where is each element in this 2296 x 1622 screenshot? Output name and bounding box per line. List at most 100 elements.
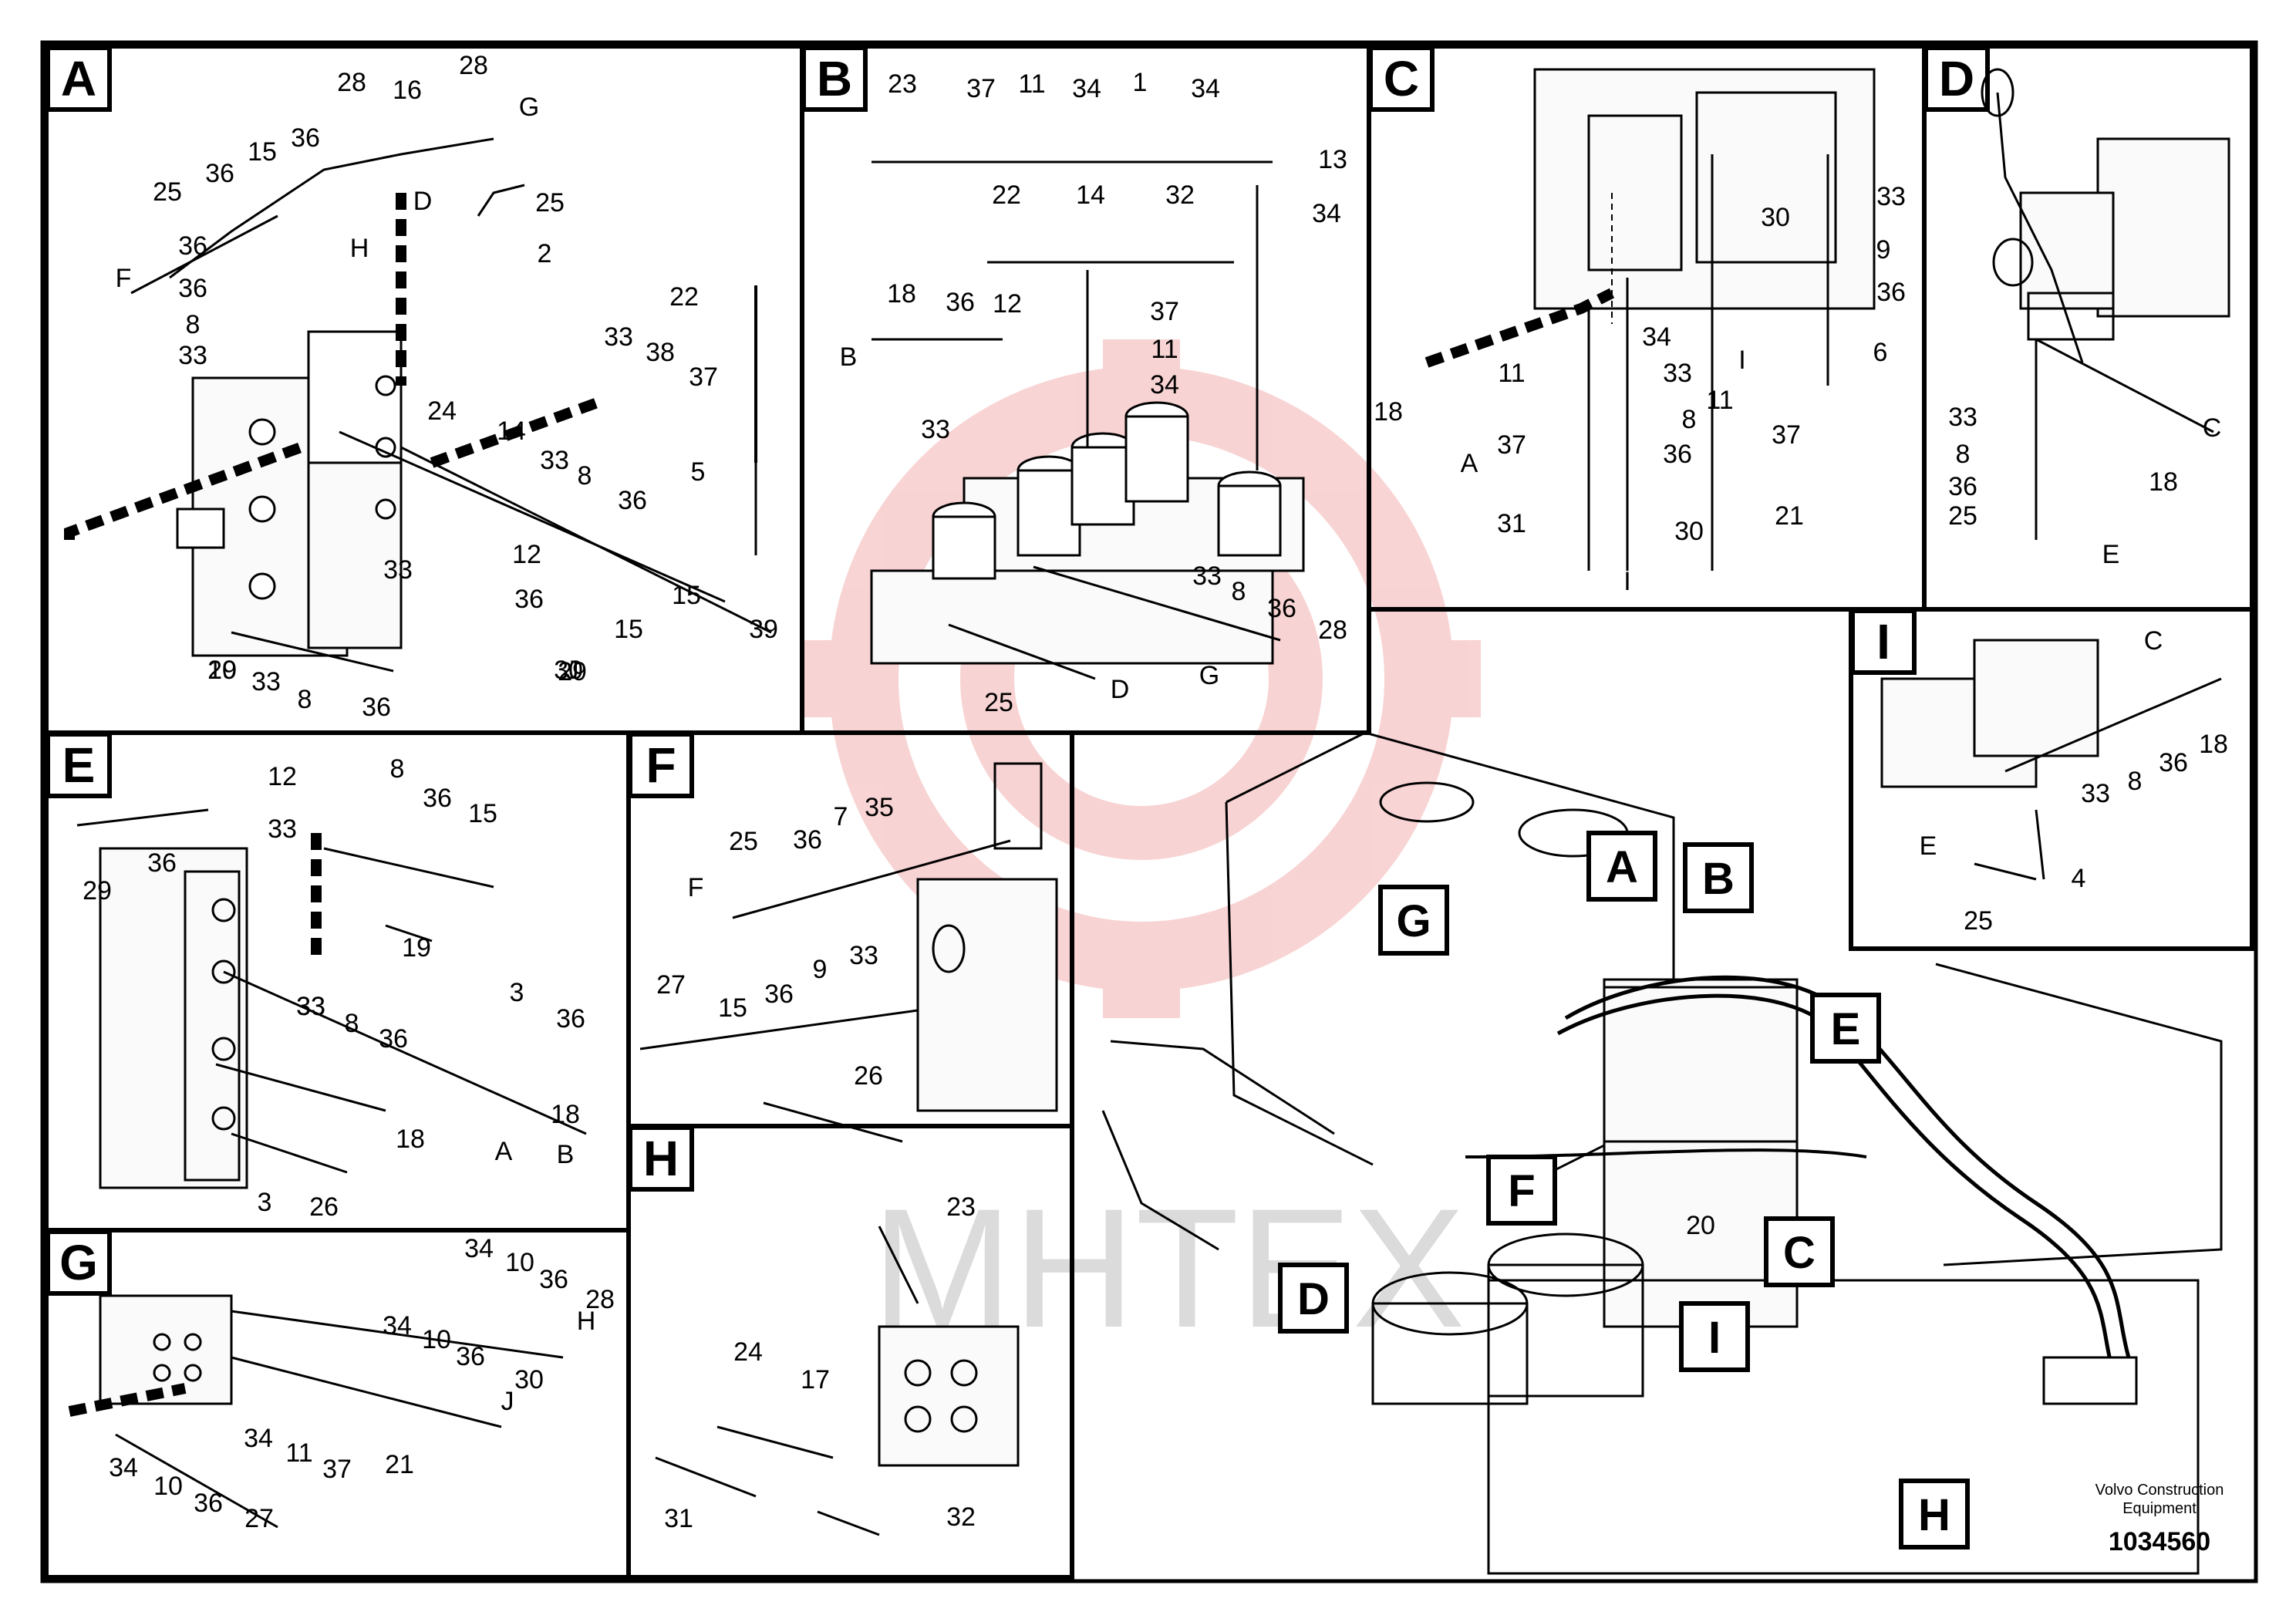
part-label-i: C [2144,626,2163,656]
part-label-c: 33 [1876,182,1906,211]
part-label-b: 33 [921,415,950,444]
part-label-e: 26 [309,1192,339,1222]
part-label-b: 23 [888,69,917,99]
part-label-a: 36 [291,123,320,153]
panel-tag-box [628,1125,694,1192]
panel-i-drawing [1880,639,2222,881]
part-label-g: 37 [322,1455,352,1484]
machine-overview-drawing [1101,731,2223,1575]
part-label-e: 33 [296,992,325,1021]
part-label-e: 8 [345,1009,359,1038]
part-label-g: 11 [285,1438,312,1468]
part-label-b: 32 [1165,180,1195,210]
panel-tag-box [801,46,868,112]
panel-tag-box [1923,46,1990,112]
panel-tag-b: B [817,51,852,106]
part-label-g: 28 [585,1285,615,1314]
part-label-g: 10 [153,1472,183,1501]
part-label-g: 27 [244,1504,274,1533]
part-label-h: 31 [664,1504,693,1533]
part-label-f: 7 [834,802,848,831]
part-label-e: 18 [551,1100,580,1129]
drawing-number: 1034560 [2108,1527,2211,1556]
part-label-e: 36 [147,848,177,878]
part-label-a: 5 [691,457,706,487]
part-label-b: 18 [887,279,916,309]
part-label-b: 34 [1312,199,1341,228]
part-label-h: 17 [801,1365,830,1394]
overview-part-label: 20 [1686,1211,1715,1240]
part-label-d: 33 [1948,403,1977,432]
part-label-a: 15 [248,137,277,167]
part-label-b: 36 [1267,594,1296,623]
part-label-a: 25 [535,188,565,218]
part-label-g: H [577,1307,596,1336]
overview-callout-box [1810,993,1881,1064]
part-label-f: F [688,873,704,902]
part-label-c: 21 [1775,501,1804,531]
part-label-g: 34 [109,1453,138,1482]
part-label-i: 33 [2081,779,2110,808]
part-label-a: 8 [186,310,201,339]
part-label-i: 4 [2072,864,2086,893]
part-label-e: 8 [390,754,405,784]
part-label-a: 8 [298,685,312,714]
part-label-b: 11 [1151,335,1178,364]
panel-tag-i: I [1876,614,1890,669]
part-label-a: 36 [178,274,207,303]
panel-d-drawing [1981,68,2230,540]
part-label-a: 25 [153,177,182,207]
part-label-c: I [1623,567,1630,596]
part-label-d: 25 [1948,501,1977,531]
part-label-e: 29 [83,876,112,905]
part-label-a: 15 [614,615,643,644]
part-label-d: E [2102,540,2120,569]
part-label-a: 20 [207,656,237,685]
part-label-i: 36 [2159,748,2188,777]
overview-callout-box [1764,1216,1835,1287]
panel-b-drawing [870,160,1305,680]
part-label-b: 37 [966,74,996,103]
part-label-c: 36 [1876,278,1906,307]
part-label-b: D [1111,675,1130,704]
part-label-c: A [1461,449,1478,478]
part-label-b: 28 [1318,615,1347,645]
part-label-c: 36 [1663,440,1692,469]
part-label-e: B [557,1140,575,1169]
part-label-g: J [501,1387,514,1416]
part-label-c: 11 [1706,386,1733,415]
overview-callout-box [1278,1263,1349,1334]
part-label-c: 18 [1374,397,1403,427]
part-label-a: 2 [538,239,552,268]
part-label-c: I [1738,346,1745,375]
part-label-f: 27 [656,970,686,1000]
part-label-a: 28 [337,68,366,97]
part-label-g: 34 [244,1424,273,1453]
part-label-c: 37 [1497,430,1526,460]
panel-tag-a: A [61,51,96,106]
part-label-i: 8 [2128,767,2143,796]
part-label-a: D [413,187,433,216]
part-label-c: 6 [1873,338,1888,367]
overview-callout-box [1378,885,1449,956]
part-label-a: 38 [646,338,675,367]
part-label-b: 36 [946,288,975,317]
panel-tag-d: D [1939,51,1974,106]
part-label-a: 14 [497,416,526,446]
part-label-a: 29 [558,657,587,686]
part-label-c: 11 [1498,359,1525,388]
part-label-g: 36 [456,1342,485,1371]
part-label-b: G [1199,661,1219,690]
part-label-d: 36 [1948,472,1977,501]
panel-g-drawing [68,1294,564,1529]
part-label-a: 39 [749,615,778,644]
part-label-e: 36 [423,784,452,813]
part-label-b: 34 [1150,370,1179,400]
overview-callout-g: G [1396,896,1431,946]
overview-callout-box [1586,831,1657,902]
part-label-b: 12 [993,289,1022,319]
part-label-b: B [840,342,858,372]
part-label-d: C [2203,413,2222,443]
overview-callout-c: C [1783,1228,1816,1278]
